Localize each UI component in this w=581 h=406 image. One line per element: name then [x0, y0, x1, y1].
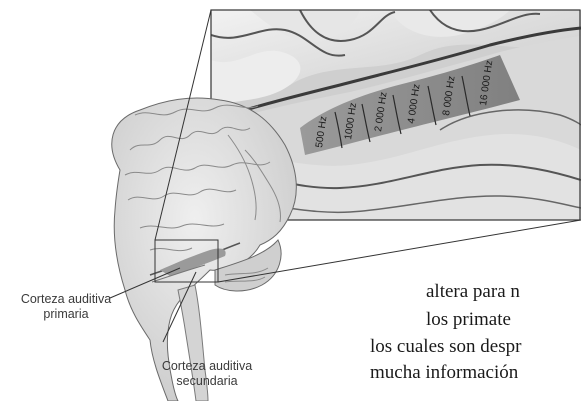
primary-cortex-label: Corteza auditiva primaria	[0, 292, 132, 322]
secondary-label-line2: secundaria	[142, 374, 272, 389]
primary-label-line1: Corteza auditiva	[0, 292, 132, 307]
primary-label-line2: primaria	[0, 307, 132, 322]
body-text-line2: los primate	[426, 309, 511, 331]
body-text-line4: mucha información	[370, 362, 518, 384]
body-text-line3: los cuales son despr	[370, 336, 521, 358]
brain-illustration	[112, 98, 297, 401]
secondary-label-line1: Corteza auditiva	[142, 359, 272, 374]
secondary-cortex-label: Corteza auditiva secundaria	[142, 359, 272, 389]
body-text-line1: altera para n	[426, 281, 520, 303]
